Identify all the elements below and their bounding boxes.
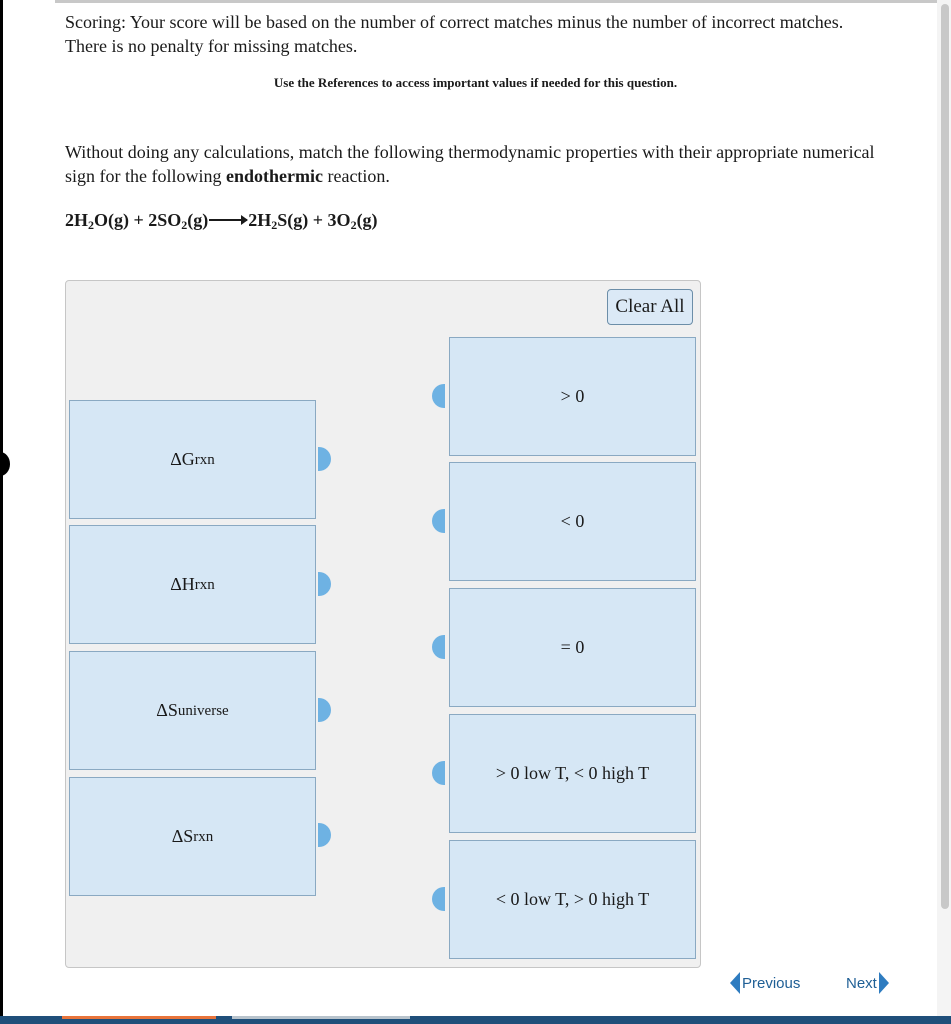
sign-label: > 0 low T, < 0 high T [495,763,650,783]
sign-label: < 0 [560,511,585,531]
eq-part: (g) [356,210,378,230]
next-label: Next [846,974,877,992]
instructions-text-before: Without doing any calculations, match th… [65,142,875,186]
connector-handle[interactable] [432,384,445,408]
eq-part: O(g) + 2SO [94,210,182,230]
eq-part: 2H [248,210,272,230]
sign-item-greater-than-zero[interactable]: > 0 [449,337,696,456]
connector-handle[interactable] [318,823,331,847]
eq-subscript: 2 [350,218,357,232]
connector-handle[interactable] [432,887,445,911]
property-symbol: ΔH [170,574,195,594]
sign-item-negative-low-positive-high[interactable]: < 0 low T, > 0 high T [449,840,696,959]
progress-segment [62,1016,216,1019]
connector-handle[interactable] [318,447,331,471]
property-symbol: ΔS [171,826,194,846]
previous-button[interactable]: Previous [730,970,800,996]
window-left-edge [0,0,3,1024]
connector-handle[interactable] [318,572,331,596]
property-symbol: ΔG [170,449,195,469]
collapse-arrow-icon[interactable] [0,452,10,476]
instructions-text-after: reaction. [322,166,390,186]
sign-label: = 0 [560,637,585,657]
progress-segment [232,1016,410,1019]
scrollbar-thumb[interactable] [941,4,949,909]
eq-subscript: 2 [271,218,278,232]
sign-item-positive-low-negative-high[interactable]: > 0 low T, < 0 high T [449,714,696,833]
eq-part: S(g) + 3O [277,210,351,230]
eq-subscript: 2 [181,218,188,232]
clear-all-button[interactable]: Clear All [607,289,693,325]
eq-part: (g) [187,210,209,230]
sign-label: < 0 low T, > 0 high T [495,889,650,909]
bottom-toolbar [0,1016,951,1024]
scrollbar[interactable] [937,0,951,1024]
chevron-left-icon [730,972,740,994]
sign-label: > 0 [560,386,585,406]
scoring-text: Scoring: Your score will be based on the… [65,12,844,56]
references-note: Use the References to access important v… [273,75,678,90]
top-divider [55,0,951,3]
property-symbol: ΔS [156,700,178,720]
sign-item-less-than-zero[interactable]: < 0 [449,462,696,581]
previous-label: Previous [742,974,801,992]
connector-handle[interactable] [432,509,445,533]
chemical-equation: 2H2O(g) + 2SO2(g)2H2S(g) + 3O2(g) [65,210,378,231]
chevron-right-icon [878,972,889,994]
connector-handle[interactable] [432,635,445,659]
reaction-arrow-icon [209,215,249,225]
sign-item-equal-zero[interactable]: = 0 [449,588,696,707]
connector-handle[interactable] [432,761,445,785]
question-instructions: Without doing any calculations, match th… [65,140,895,188]
connector-handle[interactable] [318,698,331,722]
instructions-bold-word: endothermic [225,166,323,186]
eq-subscript: 2 [88,218,95,232]
eq-part: 2H [65,210,89,230]
next-button[interactable]: Next [846,970,889,996]
